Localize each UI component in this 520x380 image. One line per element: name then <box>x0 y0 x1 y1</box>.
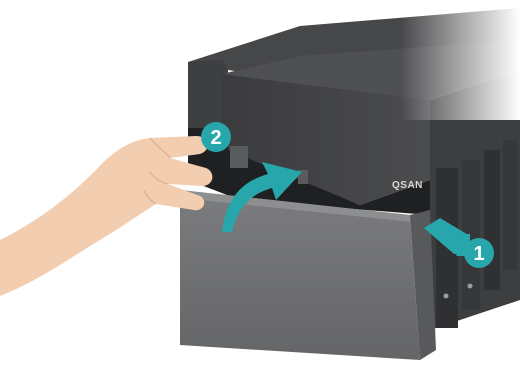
step-1-number: 1 <box>473 243 484 265</box>
step-2-badge: 2 <box>201 122 231 152</box>
hinge-detail <box>230 146 248 168</box>
drive-bay-3 <box>484 150 500 290</box>
step-2-number: 2 <box>210 127 221 149</box>
drive-bay-4 <box>503 140 517 270</box>
drive-bay-led <box>468 284 473 289</box>
step-1-badge: 1 <box>464 238 494 268</box>
drive-bay-led <box>444 294 449 299</box>
background-fade <box>400 0 520 120</box>
brand-logo: QSAN <box>392 180 423 191</box>
front-cover-panel <box>180 190 436 360</box>
